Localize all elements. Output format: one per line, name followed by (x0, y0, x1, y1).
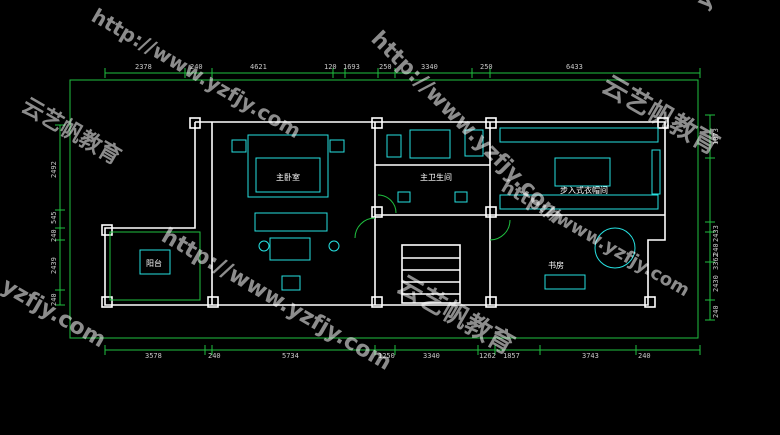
dimension-line-right: 1073 2433 240 3362 2430 240 (705, 114, 720, 321)
dim-right-0: 1073 (712, 128, 720, 145)
dim-bottom-3: 1250 (378, 352, 395, 360)
outer-boundary (69, 79, 699, 339)
dim-bottom-6: 1857 (503, 352, 520, 360)
room-label-balcony: 阳台 (146, 258, 162, 268)
dim-bottom-0: 3578 (145, 352, 162, 360)
master-bedroom: 主卧室 (231, 134, 345, 291)
room-label-master-bedroom: 主卧室 (276, 172, 300, 182)
walls (101, 117, 669, 308)
dimension-line-left: 2492 545 240 2439 240 (50, 124, 65, 306)
dim-bottom-4: 3340 (423, 352, 440, 360)
dim-top-5: 250 (379, 63, 392, 71)
dim-bottom-1: 240 (208, 352, 221, 360)
doors (354, 194, 511, 241)
dim-right-3: 3362 (712, 253, 720, 270)
master-bath: 主卫生间 (386, 129, 484, 203)
dim-left-2: 240 (50, 229, 58, 242)
walk-in-closet: 步入式衣帽间 (499, 127, 661, 210)
dim-top-7: 250 (480, 63, 493, 71)
dim-left-3: 2439 (50, 257, 58, 274)
dim-left-4: 240 (50, 293, 58, 306)
dim-top-6: 3340 (421, 63, 438, 71)
dim-top-2: 4621 (250, 63, 267, 71)
dim-bottom-8: 240 (638, 352, 651, 360)
staircase (401, 244, 461, 304)
watermark-short-left: yzfjy.com (0, 274, 110, 354)
dim-top-1: 240 (190, 63, 203, 71)
dim-top-3: 120 (324, 63, 337, 71)
dim-top-0: 2378 (135, 63, 152, 71)
dim-left-1: 545 (50, 211, 58, 224)
room-label-study: 书房 (548, 260, 564, 270)
dim-bottom-7: 3743 (582, 352, 599, 360)
dim-bottom-2: 5734 (282, 352, 299, 360)
dim-right-5: 240 (712, 305, 720, 318)
room-label-walk-in-closet: 步入式衣帽间 (560, 185, 608, 195)
watermark-brand-left: 云艺帆教育 (17, 93, 125, 171)
dim-top-4: 1693 (343, 63, 360, 71)
dim-top-8: 6433 (566, 63, 583, 71)
watermark-short-top-right: yzfjy.com (692, 0, 780, 14)
dim-bottom-5: 1262 (479, 352, 496, 360)
watermark-brand-bottom: 云艺帆教育 (392, 269, 520, 361)
balcony: 阳台 (109, 231, 201, 301)
dim-right-2: 240 (712, 243, 720, 256)
study: 书房 (544, 227, 636, 290)
dim-left-0: 2492 (50, 161, 58, 178)
dim-right-1: 2433 (712, 225, 720, 242)
dimension-line-top: 2378 240 4621 120 1693 250 3340 250 6433 (104, 63, 701, 78)
dimension-line-bottom: 3578 240 5734 1250 3340 1262 1857 3743 2… (104, 345, 701, 360)
dim-right-4: 2430 (712, 275, 720, 292)
room-label-master-bath: 主卫生间 (420, 172, 452, 182)
